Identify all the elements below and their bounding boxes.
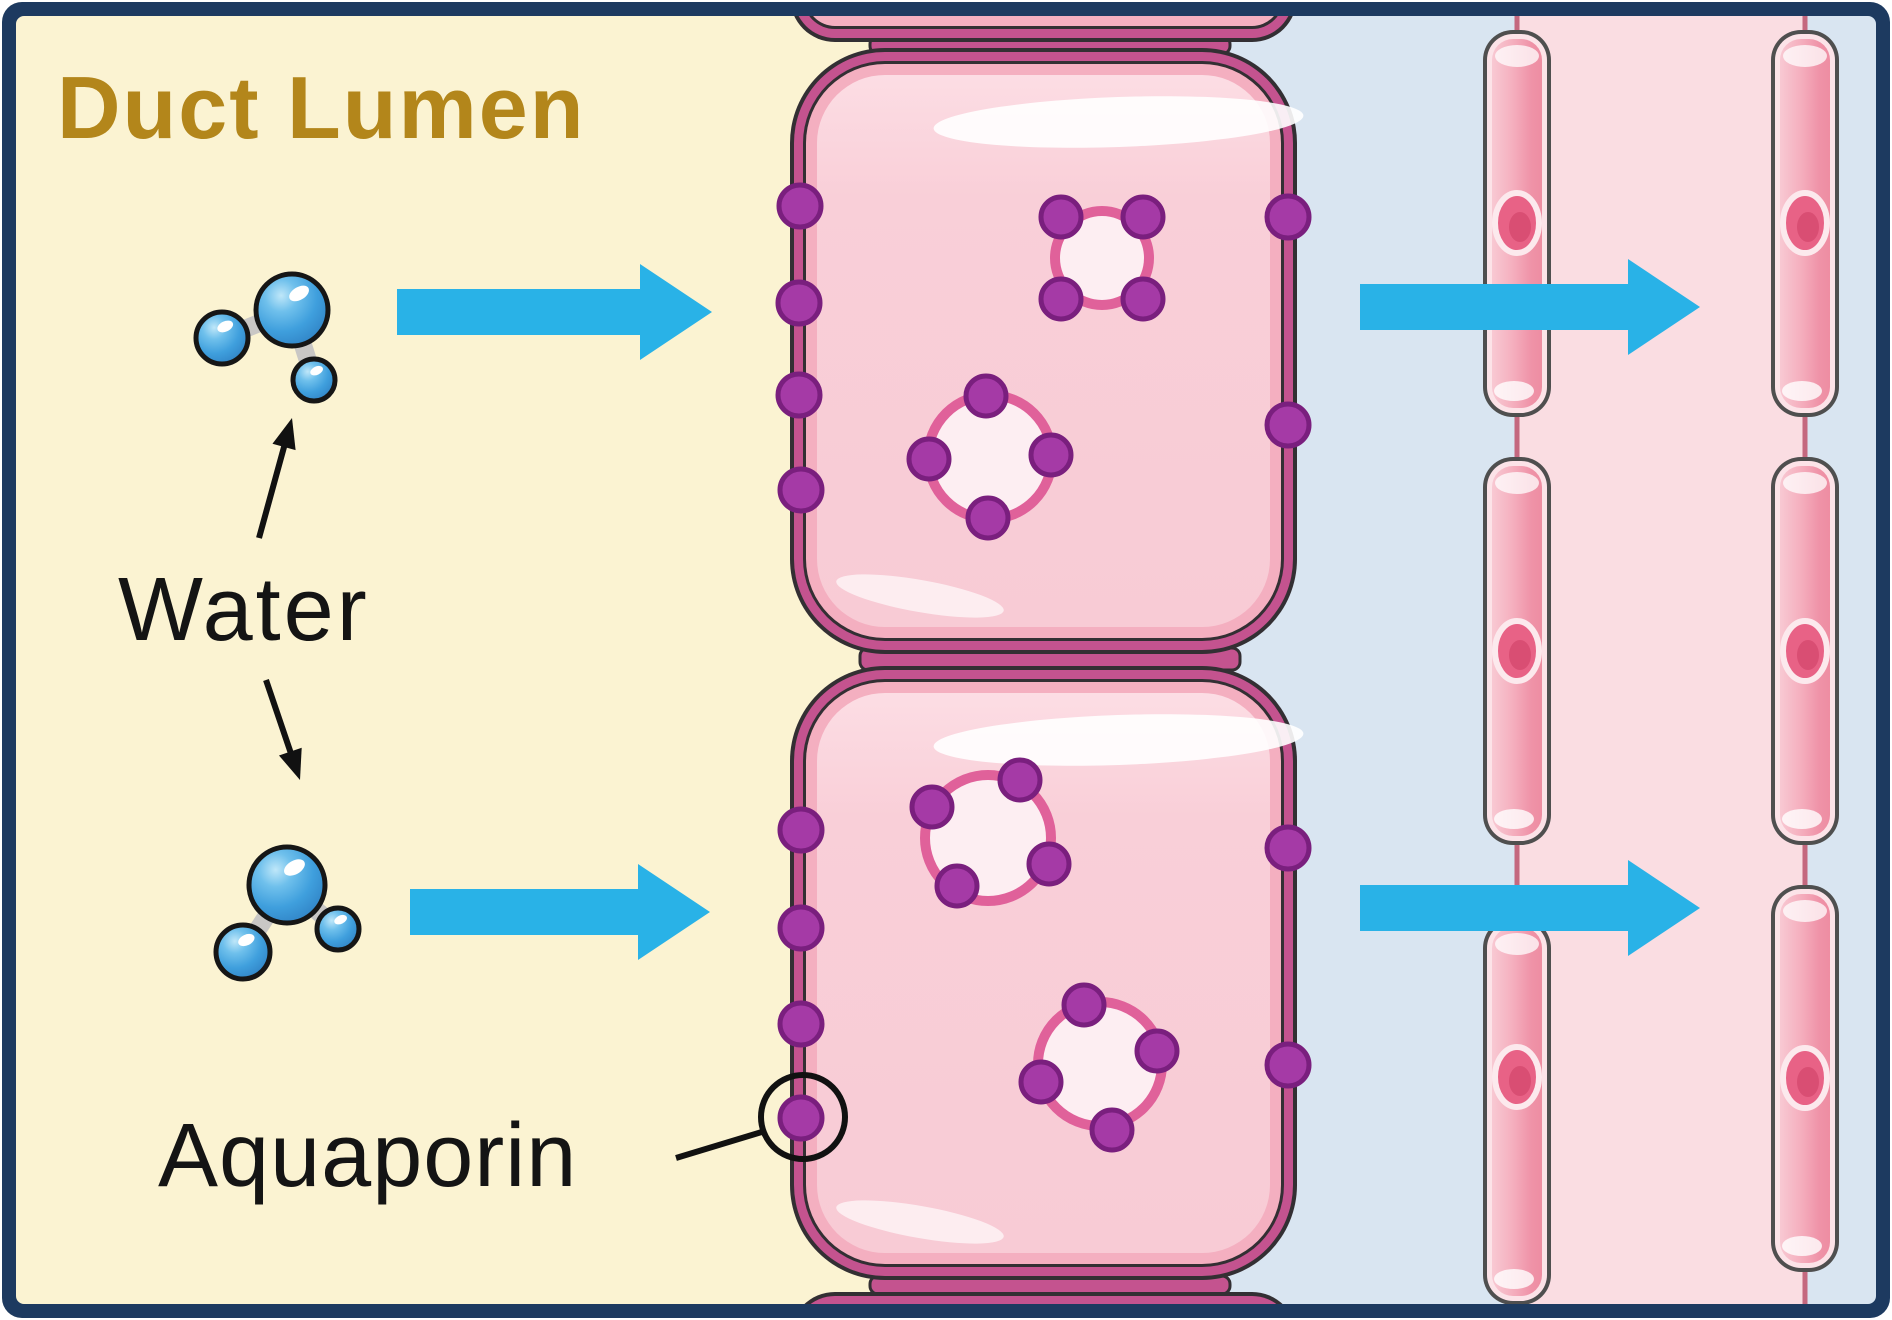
endothelial-highlight [1495,472,1539,494]
water-label: Water [118,560,370,660]
flow-arrows-layer [397,259,1700,960]
aquaporin-icon [1028,432,1074,478]
cell-membrane-layer [817,693,1270,1253]
water-flow-arrow-icon [1360,860,1700,956]
aquaporin-icon [777,1000,825,1048]
endothelial-nucleus-core [1509,1066,1531,1096]
aquaporin-icon [965,495,1011,541]
epithelial-cell-2 [790,666,1304,1280]
aquaporin-icon [1018,1059,1064,1105]
aquaporin-icon [776,182,824,230]
sphere-highlight [310,365,323,376]
aquaporin-icon [1120,194,1166,240]
epithelial-cell-1 [790,48,1304,654]
aquaporin-icon [777,806,825,854]
endothelial-cell [1771,30,1839,417]
water-callout-arrows [256,418,302,780]
label-arrow [263,679,298,764]
endothelial-cell [1771,885,1839,1272]
cell-highlight [933,96,1304,148]
aquaporin-icon [775,279,823,327]
label-arrowhead [272,418,296,451]
endothelial-nucleus-core [1797,212,1819,242]
molecules-layer [193,271,362,982]
endothelial-nucleus-core [1797,640,1819,670]
endothelial-nucleus-core [1509,640,1531,670]
endothelial-highlight [1782,809,1822,829]
endothelial-highlight [1495,933,1539,955]
sphere-highlight [238,933,255,947]
sphere-highlight [289,285,309,302]
endothelial-highlight [1782,1236,1822,1256]
aquaporin-icon [1264,401,1312,449]
aquaporin-icon [1120,276,1166,322]
label-arrow [256,434,291,539]
aquaporin-dots-layer [775,182,1312,1153]
aquaporin-callout-circle [758,1072,848,1162]
aquaporin-icon [1264,193,1312,241]
cell-membrane-layer [817,75,1270,627]
aquaporin-icon [1038,194,1084,240]
endothelial-cell-body [1492,927,1542,1296]
endothelial-cell [1483,918,1551,1305]
aquaporin-callout [675,1072,848,1162]
annotations-layer: Duct Lumen Water Aquaporin [57,58,848,1206]
water-flow-arrow-icon [1360,259,1700,355]
water-molecule-icon [193,271,338,404]
cell-highlight [836,1200,1004,1244]
aquaporin-icon [1264,824,1312,872]
oxygen-sphere [246,844,328,926]
capillary-lumen-region [1517,0,1805,1320]
endothelial-highlight [1495,45,1539,67]
endothelial-cell [1771,457,1839,845]
hydrogen-sphere [314,905,362,953]
hydrogen-sphere [213,922,273,982]
aquaporin-icon [1264,1041,1312,1089]
aquaporin-icon [777,904,825,952]
vesicle [1050,206,1154,310]
endothelial-highlight [1494,809,1534,829]
cell-highlight [836,574,1004,618]
endothelial-highlight [1783,45,1827,67]
aquaporin-icon [777,466,825,514]
aquaporin-icon [777,1094,825,1142]
hydrogen-sphere [193,309,251,367]
aquaporin-icon [997,757,1043,803]
endothelial-highlight [1494,381,1534,401]
aquaporin-callout-line [675,1128,766,1161]
hydrogen-sphere [290,356,338,404]
endothelial-highlight [1494,1269,1534,1289]
water-flow-arrow-icon [410,864,710,960]
aquaporin-icon [775,371,823,419]
epithelial-cells-layer [790,0,1304,1320]
aquaporin-icon [1026,841,1072,887]
oxygen-sphere [253,271,331,349]
sphere-highlight [217,320,234,333]
aquaporin-icon [963,373,1009,419]
aquaporin-icon [1038,276,1084,322]
sphere-highlight [284,859,305,876]
aquaporin-icon [1089,1107,1135,1153]
aquaporin-icon [906,436,952,482]
aquaporin-icon [1061,982,1107,1028]
endothelial-cell [1483,30,1551,417]
label-arrowhead [278,747,302,780]
sphere-highlight [334,914,347,925]
aquaporin-icon [934,863,980,909]
duct-lumen-label: Duct Lumen [57,58,585,157]
cell-highlight [933,714,1304,766]
aquaporin-icon [1134,1028,1180,1074]
endothelial-highlight [1783,472,1827,494]
aquaporin-label: Aquaporin [158,1106,577,1206]
endothelial-highlight [1782,381,1822,401]
aquaporin-icon [909,784,955,830]
endothelial-nucleus-core [1797,1067,1819,1097]
endothelial-cell [1483,457,1551,845]
capillary-layer [1483,0,1839,1320]
endothelial-highlight [1783,900,1827,922]
endothelial-nucleus-core [1509,212,1531,242]
water-flow-arrow-icon [397,264,712,360]
water-molecule-icon [213,844,362,982]
